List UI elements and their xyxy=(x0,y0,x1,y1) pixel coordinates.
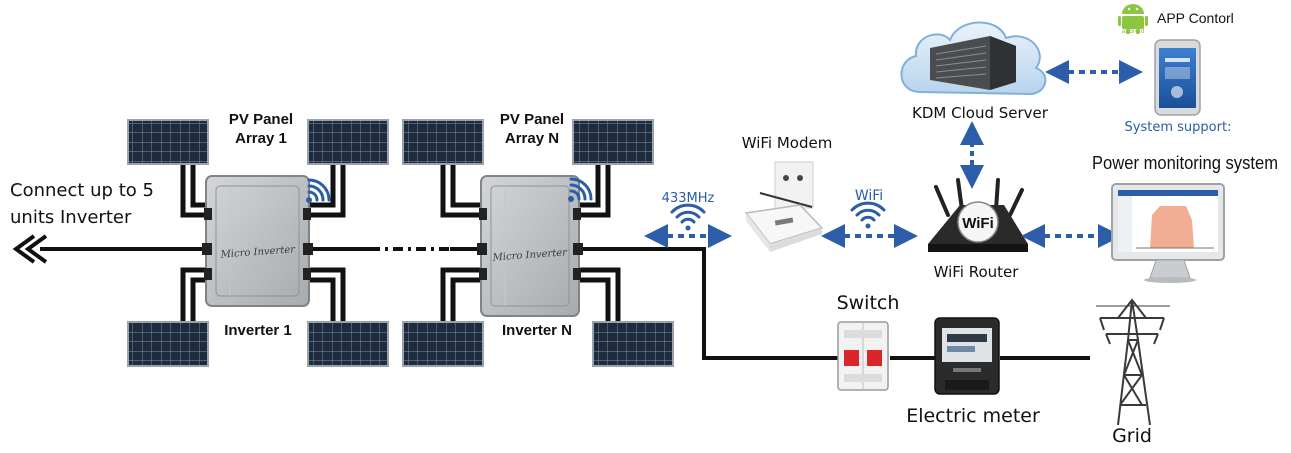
solar-panel xyxy=(307,119,389,165)
android-wordmark: android xyxy=(1122,28,1145,35)
wifi-router-label: WiFi Router xyxy=(934,263,1020,281)
electric-meter-label: Electric meter xyxy=(906,405,1040,427)
grid-label: Grid xyxy=(1112,425,1152,447)
micro-inverter-1: Micro Inverter xyxy=(202,175,313,307)
solar-panel xyxy=(127,321,209,367)
transmission-tower-icon xyxy=(1096,298,1170,426)
double-arrow-left-icon xyxy=(12,234,48,264)
units-inverter-label: units Inverter xyxy=(10,207,132,228)
electric-meter xyxy=(934,317,1000,395)
wifi-signal-icon xyxy=(670,203,706,231)
pv-array-n-subtitle: Array N xyxy=(505,130,559,147)
solar-panel xyxy=(402,321,484,367)
smartphone-icon xyxy=(1154,39,1201,116)
connect-up-to-label: Connect up to 5 xyxy=(10,180,154,201)
kdm-cloud-server-label: KDM Cloud Server xyxy=(912,104,1049,122)
wifi-modem-device xyxy=(744,161,824,252)
android-icon xyxy=(1118,4,1148,34)
wifi-link-label: WiFi xyxy=(855,188,883,204)
app-control-label: APP Contorl xyxy=(1157,10,1234,26)
inverter-n-label: Inverter N xyxy=(502,322,572,339)
inverter-1-label: Inverter 1 xyxy=(224,322,292,339)
pv-array-1-title: PV Panel xyxy=(229,111,293,128)
inverter-n-face-text: Micro Inverter xyxy=(491,247,568,263)
solar-panel xyxy=(402,119,484,165)
freq-433-label: 433MHz xyxy=(662,191,715,206)
router-badge-text: WiFi xyxy=(962,215,994,232)
wifi-router-device: WiFi xyxy=(928,178,1028,252)
dc-cables-array-n xyxy=(440,163,621,322)
pv-array-1-subtitle: Array 1 xyxy=(235,130,287,147)
solar-panel xyxy=(592,321,674,367)
ac-trunk-cable xyxy=(40,247,1090,360)
monitor-display xyxy=(1111,183,1225,283)
pv-array-n-title: PV Panel xyxy=(500,111,564,128)
switch-label: Switch xyxy=(837,292,900,314)
wifi-modem-label: WiFi Modem xyxy=(742,134,833,152)
circuit-breaker-switch xyxy=(837,321,889,391)
wifi-signal-icon xyxy=(568,177,593,202)
wifi-signal-icon xyxy=(306,178,331,203)
solar-panel xyxy=(572,119,654,165)
micro-inverter-n: Micro Inverter xyxy=(477,175,583,317)
dc-cables-array-1 xyxy=(180,163,346,322)
solar-panel xyxy=(307,321,389,367)
power-monitoring-label: Power monitoring system xyxy=(1092,153,1278,173)
solar-panel xyxy=(127,119,209,165)
system-support-label: System support: xyxy=(1125,120,1232,135)
wifi-signal-icon xyxy=(850,201,886,229)
cloud-server-icon xyxy=(900,21,1047,96)
inverter-1-face-text: Micro Inverter xyxy=(219,244,296,260)
